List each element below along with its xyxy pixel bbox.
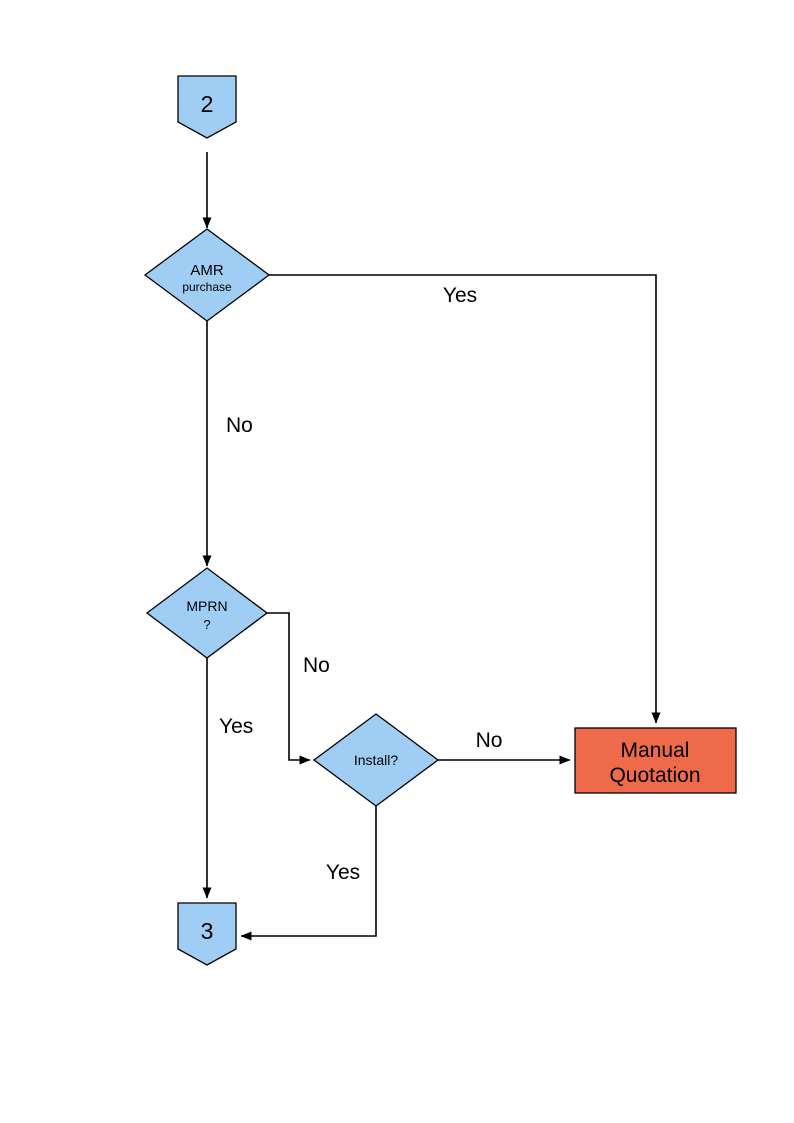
node-manual-quotation-label: Manual	[621, 739, 690, 762]
edge-mprn-yes-to-end: Yes	[202, 658, 253, 899]
edge-install-no-to-manual: No	[438, 729, 571, 765]
node-mprn-label: MPRN	[186, 598, 227, 614]
edge-label-no-amr: No	[226, 414, 253, 437]
node-manual-quotation-process[interactable]: Manual Quotation	[574, 727, 737, 794]
node-start-connector-label: 2	[201, 91, 214, 117]
edge-mprn-no-to-install: No	[267, 612, 330, 765]
node-end-connector-label: 3	[201, 918, 214, 944]
edge-amr-no-to-mprn: No	[202, 321, 253, 567]
decision-shape	[145, 567, 269, 659]
edge-label-no-mprn: No	[303, 654, 330, 677]
node-install-decision[interactable]: Install?	[312, 713, 440, 807]
decision-shape	[312, 713, 440, 807]
connector-shape	[177, 75, 237, 139]
node-end-connector[interactable]: 3	[177, 902, 237, 966]
node-install-label: Install?	[354, 752, 399, 768]
edge-label-yes-amr: Yes	[443, 284, 477, 307]
connector-shape	[177, 902, 237, 966]
decision-shape	[143, 228, 271, 322]
node-mprn-decision[interactable]: MPRN ?	[145, 567, 269, 659]
node-amr-purchase-label: AMR	[190, 262, 224, 279]
edge-label-yes-mprn: Yes	[219, 715, 253, 738]
process-shape	[574, 727, 737, 794]
node-amr-purchase-label2: purchase	[182, 280, 232, 294]
edge-line	[240, 806, 377, 941]
edge-label-yes-install: Yes	[326, 861, 360, 884]
edge-install-yes-to-end: Yes	[240, 806, 377, 941]
node-start-connector[interactable]: 2	[177, 75, 237, 139]
edge-label-no-install: No	[476, 729, 503, 752]
node-manual-quotation-label2: Quotation	[609, 764, 700, 787]
edge-line	[267, 612, 311, 765]
edge-amr-yes-to-manual: Yes	[269, 274, 661, 724]
edge-line	[269, 274, 661, 724]
node-mprn-label2: ?	[203, 617, 210, 632]
node-amr-purchase-decision[interactable]: AMR purchase	[143, 228, 271, 322]
